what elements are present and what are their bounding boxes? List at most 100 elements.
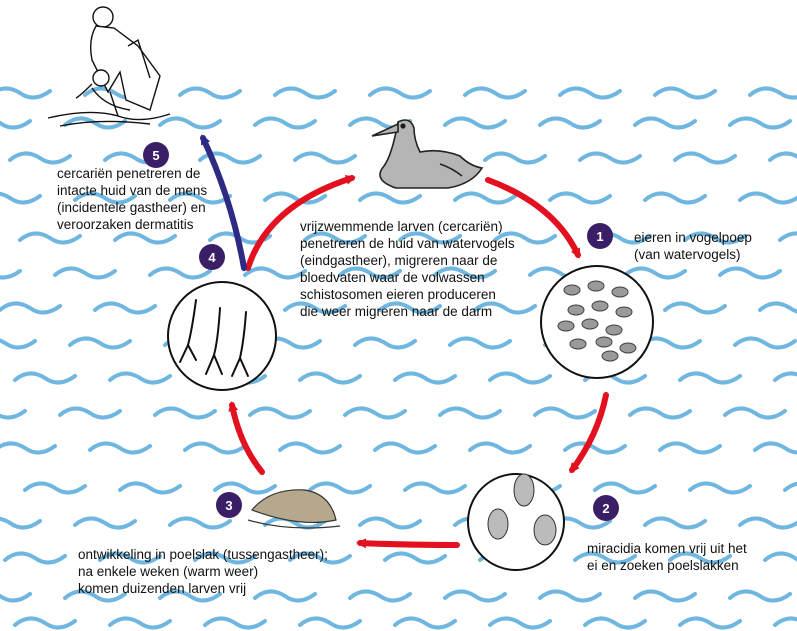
wave bbox=[655, 88, 715, 97]
svg-text:1: 1 bbox=[596, 229, 603, 244]
egg bbox=[564, 285, 580, 295]
arrow-snail-to-cercariae bbox=[232, 405, 262, 472]
egg bbox=[602, 351, 618, 361]
wave bbox=[0, 303, 60, 312]
wave bbox=[560, 88, 620, 97]
wave bbox=[95, 303, 155, 312]
wave bbox=[580, 153, 640, 162]
wave bbox=[660, 443, 720, 452]
egg bbox=[592, 301, 608, 311]
svg-text:3: 3 bbox=[225, 498, 232, 513]
wave bbox=[10, 153, 70, 162]
wave bbox=[760, 303, 797, 312]
egg bbox=[612, 287, 628, 297]
egg bbox=[558, 321, 574, 331]
wave bbox=[70, 338, 130, 347]
wave bbox=[540, 118, 600, 127]
wave bbox=[730, 591, 790, 600]
wave bbox=[280, 443, 340, 452]
wave bbox=[110, 373, 170, 382]
wave bbox=[455, 193, 515, 202]
wave bbox=[635, 118, 695, 127]
wave bbox=[740, 193, 797, 202]
badge-1: 1 bbox=[587, 223, 613, 249]
wave bbox=[5, 553, 65, 562]
egg bbox=[582, 319, 598, 329]
egg bbox=[620, 343, 636, 353]
wave bbox=[625, 268, 685, 277]
wave bbox=[550, 193, 610, 202]
wave bbox=[355, 338, 415, 347]
wave bbox=[690, 483, 750, 492]
wave bbox=[360, 518, 420, 527]
badge-2: 2 bbox=[593, 495, 619, 521]
wave bbox=[395, 618, 455, 627]
wave bbox=[350, 591, 410, 600]
wave bbox=[25, 483, 85, 492]
wave bbox=[540, 591, 600, 600]
wave bbox=[485, 153, 545, 162]
wave bbox=[675, 153, 735, 162]
wave bbox=[445, 591, 505, 600]
wave bbox=[160, 118, 220, 127]
wave bbox=[15, 373, 75, 382]
wave bbox=[370, 88, 430, 97]
wave bbox=[60, 408, 120, 417]
wave bbox=[565, 443, 625, 452]
wave bbox=[205, 618, 265, 627]
wave bbox=[255, 118, 315, 127]
wave bbox=[720, 268, 780, 277]
wave bbox=[535, 408, 595, 417]
wave bbox=[360, 193, 420, 202]
wave bbox=[250, 408, 310, 417]
duck-icon bbox=[372, 120, 482, 188]
egg bbox=[570, 339, 586, 349]
wave bbox=[490, 618, 550, 627]
stage-1-text: eieren in vogelpoep (van watervogels) bbox=[634, 229, 752, 263]
wave bbox=[585, 618, 645, 627]
wave bbox=[405, 483, 465, 492]
wave bbox=[630, 408, 690, 417]
wave bbox=[0, 443, 55, 452]
wave bbox=[0, 591, 30, 600]
wave bbox=[725, 408, 785, 417]
wave bbox=[0, 193, 40, 202]
wave bbox=[310, 483, 370, 492]
stage-2-text: miracidia komen vrij uit het ei en zoeke… bbox=[587, 540, 747, 574]
center-description: vrijzwemmende larven (cercariën) penetre… bbox=[300, 218, 515, 320]
egg bbox=[616, 307, 632, 317]
wave bbox=[645, 518, 705, 527]
wave bbox=[0, 518, 40, 527]
egg bbox=[568, 305, 584, 315]
wave bbox=[0, 268, 20, 277]
wave bbox=[155, 408, 215, 417]
wave bbox=[765, 553, 797, 562]
wave bbox=[635, 591, 695, 600]
wave bbox=[735, 338, 795, 347]
wave bbox=[750, 88, 797, 97]
wave bbox=[680, 618, 740, 627]
wave bbox=[775, 618, 797, 627]
wave bbox=[680, 373, 740, 382]
wave bbox=[275, 88, 335, 97]
wave bbox=[90, 443, 150, 452]
svg-text:2: 2 bbox=[602, 501, 609, 516]
wave bbox=[730, 118, 790, 127]
egg bbox=[588, 281, 604, 291]
wave bbox=[185, 443, 245, 452]
wave bbox=[75, 518, 135, 527]
wave bbox=[0, 338, 35, 347]
wave bbox=[755, 443, 797, 452]
wave bbox=[450, 338, 510, 347]
wave bbox=[245, 268, 305, 277]
wave bbox=[445, 118, 505, 127]
wave bbox=[740, 518, 797, 527]
wave bbox=[0, 118, 30, 127]
badge-4: 4 bbox=[199, 244, 225, 270]
wave bbox=[665, 303, 725, 312]
wave bbox=[490, 373, 550, 382]
wave bbox=[375, 443, 435, 452]
wave bbox=[385, 553, 445, 562]
wave bbox=[300, 618, 360, 627]
svg-text:5: 5 bbox=[152, 148, 159, 163]
